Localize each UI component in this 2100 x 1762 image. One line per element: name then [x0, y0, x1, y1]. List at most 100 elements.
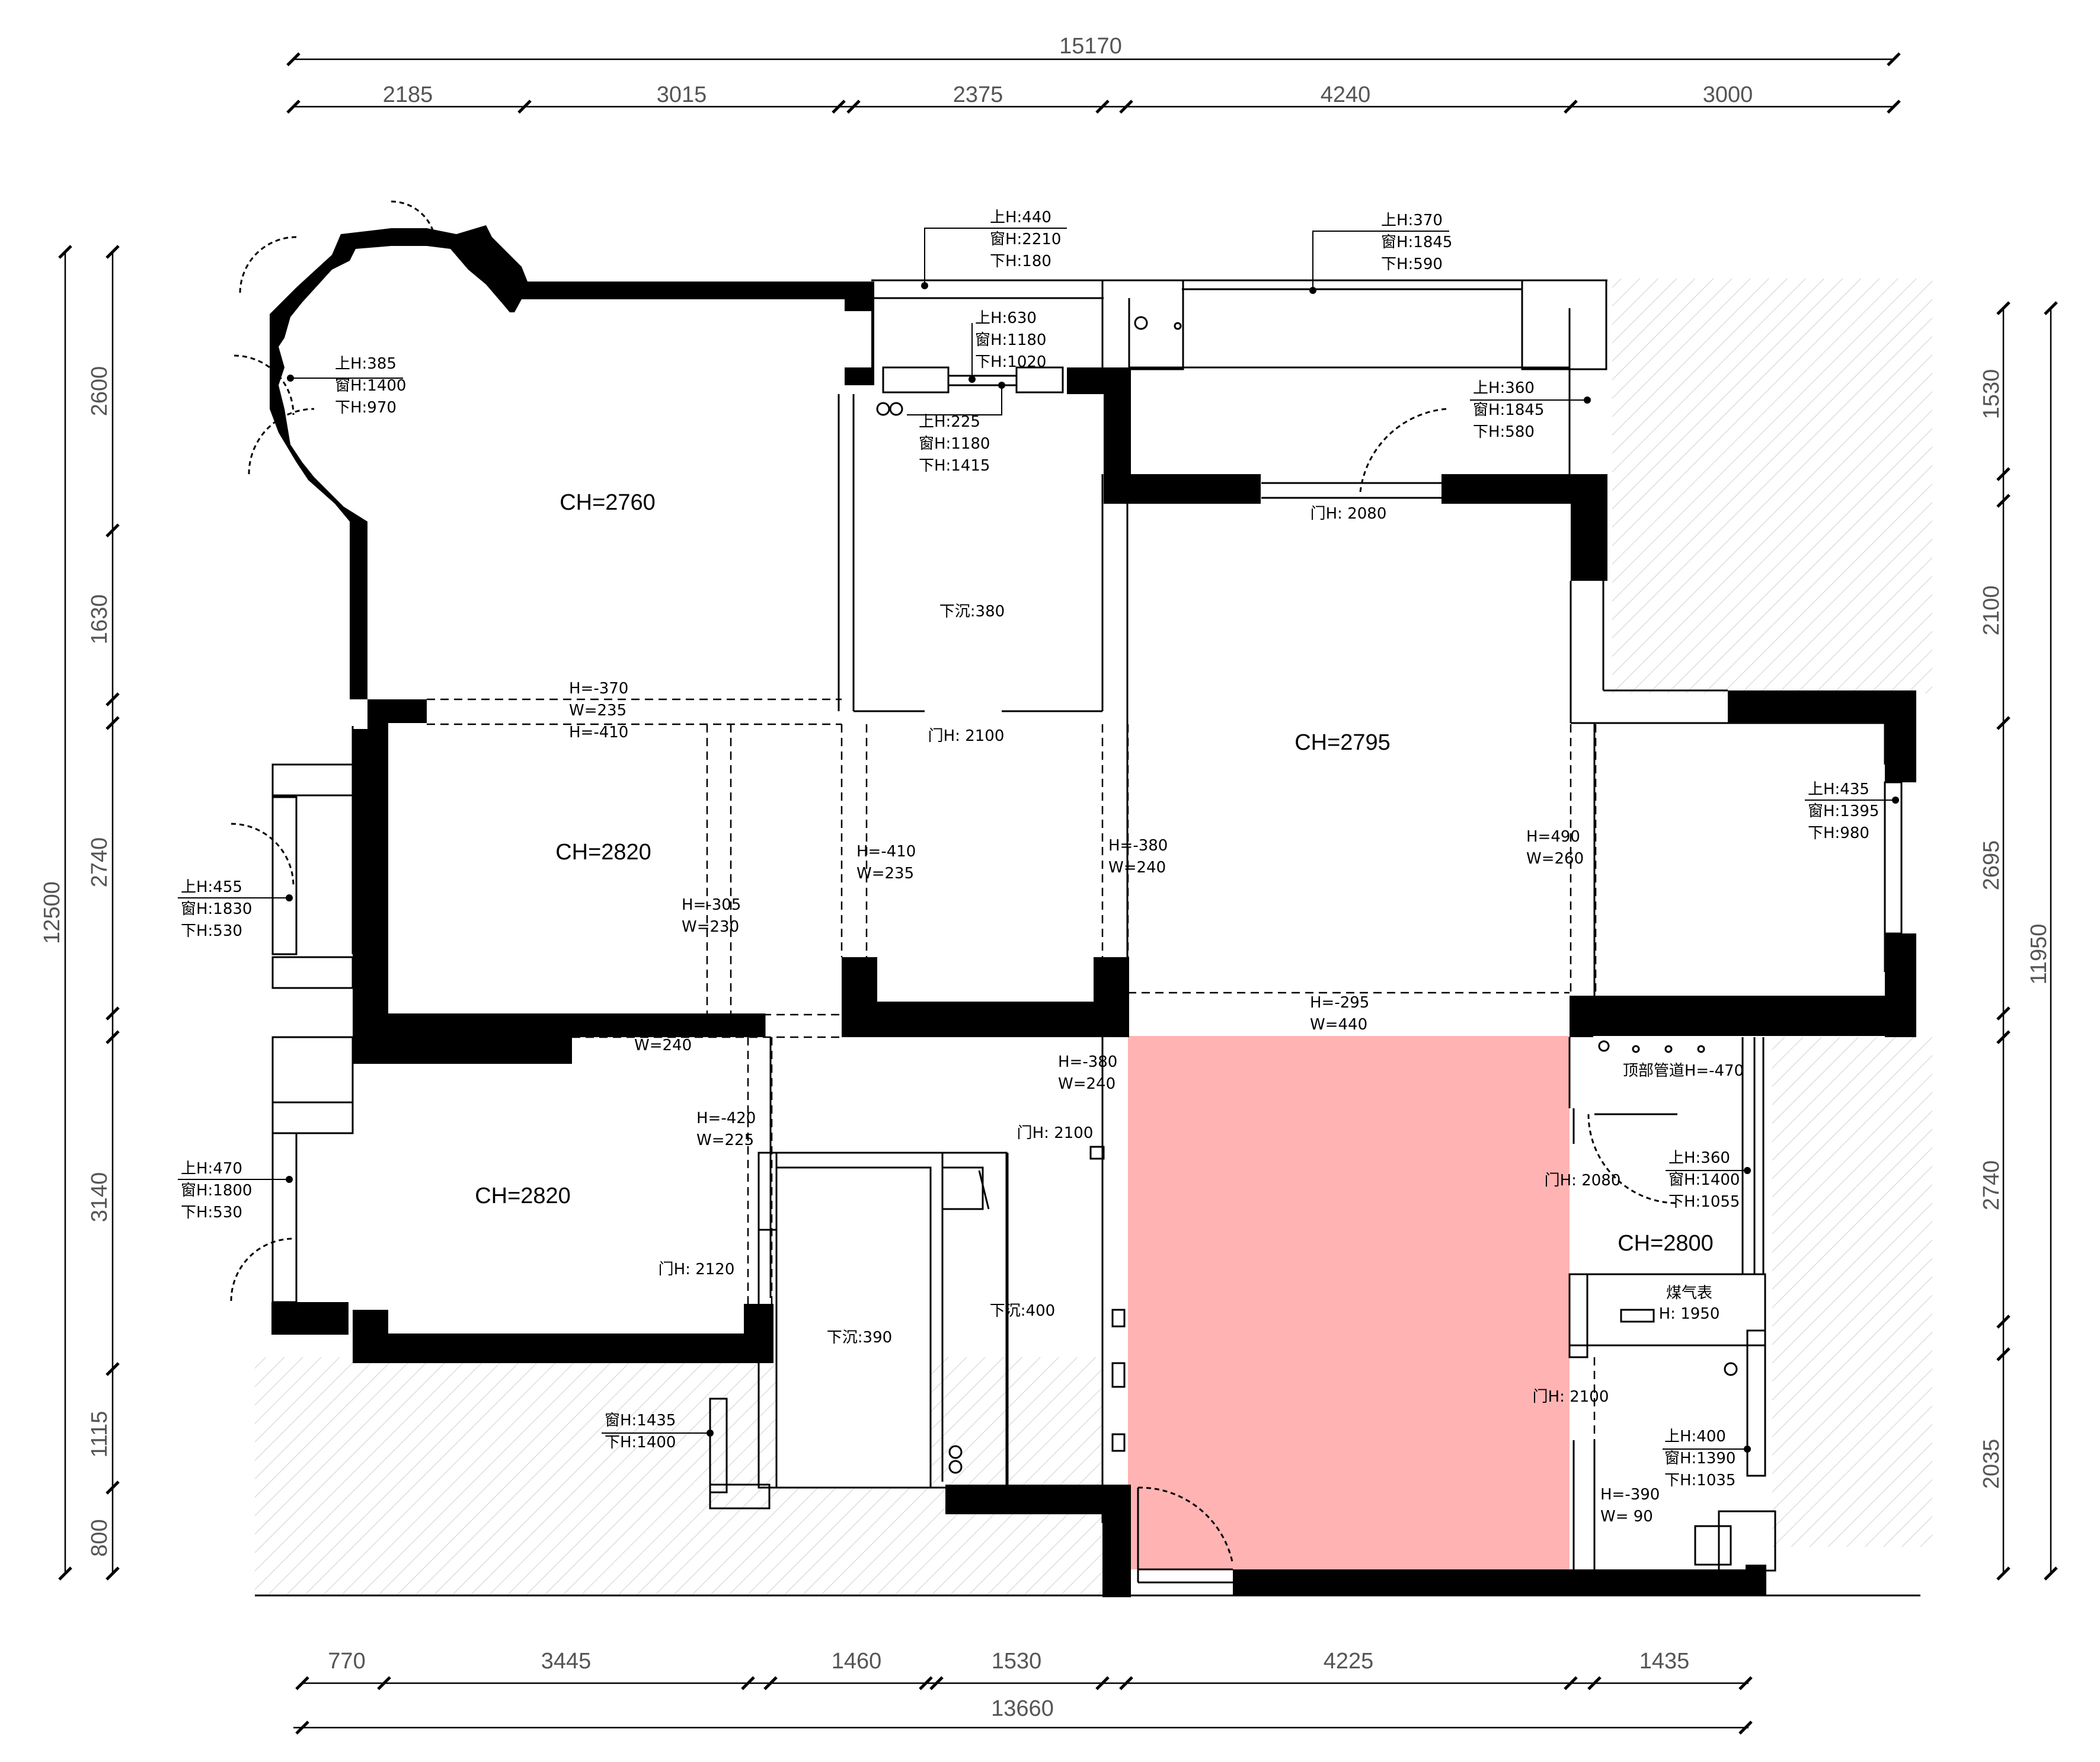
dimension-tick — [1119, 1676, 1133, 1690]
anchor-dot — [707, 1430, 714, 1437]
anchor-dot — [286, 1176, 293, 1183]
door-label-6: 门H: 2100 — [1533, 1388, 1609, 1406]
window-label: 下H:530 — [181, 922, 242, 940]
window-label: 下H:1415 — [919, 457, 990, 475]
leader-line — [1312, 231, 1449, 290]
beam-label: W=225 — [696, 1131, 754, 1149]
dimension-tick — [517, 100, 532, 114]
door-label-1: 门H: 2080 — [1310, 505, 1387, 523]
dimension-tick — [846, 100, 861, 114]
beam-label: W= 90 — [1600, 1508, 1653, 1526]
beam-label: W=240 — [1108, 859, 1166, 877]
gas-meter-label: 煤气表 — [1666, 1284, 1712, 1302]
dim-right-total: 11950 — [2027, 924, 2051, 985]
gas-meter-height: H: 1950 — [1659, 1305, 1720, 1323]
dimension-tick — [1996, 1030, 2010, 1044]
dim-top-4: 4240 — [1321, 82, 1371, 107]
anchor-dot — [969, 376, 976, 383]
beam-label: H=-420 — [634, 1015, 693, 1032]
dim-left-6: 800 — [87, 1519, 112, 1556]
dimension-tick — [1996, 1006, 2010, 1021]
dim-right-2: 2100 — [1979, 586, 2004, 636]
dim-bottom-4: 1530 — [992, 1649, 1042, 1674]
dimension-tick — [106, 245, 120, 259]
dimension-tick — [1095, 100, 1110, 114]
dimension-tick — [2044, 1566, 2058, 1581]
dimension-tick — [106, 716, 120, 730]
dimension-tick — [295, 1721, 309, 1735]
dimension-tick — [1564, 1676, 1578, 1690]
anchor-dot — [1892, 797, 1899, 804]
dim-top-1: 2185 — [383, 82, 433, 107]
beam-label: W=440 — [1310, 1016, 1367, 1034]
sink-380: 下沉:380 — [939, 603, 1005, 621]
dim-bottom-2: 3445 — [541, 1649, 592, 1674]
dimension-tick — [832, 100, 846, 114]
window-label: 窗H:1845 — [1381, 234, 1452, 251]
beam-label: H=490 — [1526, 828, 1580, 846]
window-label: 上H:360 — [1669, 1149, 1730, 1167]
anchor-dot — [1744, 1446, 1751, 1453]
dimension-tick — [929, 1676, 944, 1690]
anchor-dot — [1744, 1167, 1751, 1174]
dim-top-5: 3000 — [1703, 82, 1753, 107]
dimension-tick — [1738, 1721, 1753, 1735]
window-label: 窗H:1180 — [919, 435, 990, 453]
window-label: 上H:400 — [1664, 1428, 1726, 1446]
door-label-5: 门H: 2080 — [1545, 1172, 1621, 1189]
beam-annotations: H=-370W=235H=-410H=-410W=235H=-380W=240H… — [569, 680, 1660, 1526]
window-label: 上H:370 — [1381, 212, 1443, 229]
leader-line — [907, 385, 1002, 415]
window-label: 上H:225 — [919, 413, 980, 431]
dimension-tick — [286, 52, 301, 66]
window-label: 窗H:2210 — [990, 231, 1061, 248]
sink-400: 下沉:400 — [990, 1302, 1055, 1320]
dimension-tick — [286, 100, 301, 114]
fixtures — [876, 316, 1738, 1474]
window-label: 上H:435 — [1808, 781, 1869, 798]
dim-top-2: 3015 — [657, 82, 707, 107]
dimension-lines — [64, 58, 2052, 1729]
dim-top-total: 15170 — [1059, 34, 1122, 59]
window-annotation: 上H:440 窗H:2210 下H:180 — [921, 209, 1067, 289]
dimension-tick — [1996, 1315, 2010, 1329]
room-ch-2820-a: CH=2820 — [555, 840, 651, 865]
dimension-tick — [1095, 1676, 1110, 1690]
beam-label: H=-305 — [682, 896, 741, 914]
door-label-3: 门H: 2100 — [1017, 1124, 1094, 1142]
window-label: 上H:455 — [181, 878, 242, 896]
window-label: 上H:440 — [990, 209, 1051, 226]
beam-label: H=-295 — [1310, 994, 1369, 1012]
window-label: 窗H:1800 — [181, 1182, 252, 1200]
dimension-tick — [58, 1566, 72, 1581]
room-ch-2800: CH=2800 — [1618, 1231, 1714, 1256]
thin-lines — [255, 279, 1920, 1597]
beam-label: W=240 — [1058, 1075, 1115, 1093]
window-annotations: 上H:385窗H:1400下H:970上H:440窗H:2210下H:180上H… — [178, 209, 1899, 1489]
beam-label: H=-420 — [696, 1109, 756, 1127]
window-label: 窗H:1180 — [975, 331, 1046, 349]
dimension-tick — [377, 1676, 391, 1690]
beam-label: H=-370 — [569, 680, 628, 698]
window-label: 下H:180 — [990, 252, 1051, 270]
dim-left-2: 1630 — [87, 594, 112, 645]
beam-label: W=235 — [856, 865, 914, 882]
dimension-tick — [1119, 100, 1133, 114]
window-label: 窗H:1435 — [605, 1412, 676, 1430]
walls — [270, 225, 1916, 1597]
dimension-tick — [2044, 301, 2058, 315]
dim-right-3: 2695 — [1979, 840, 2004, 891]
beam-label: H=-410 — [856, 843, 916, 861]
